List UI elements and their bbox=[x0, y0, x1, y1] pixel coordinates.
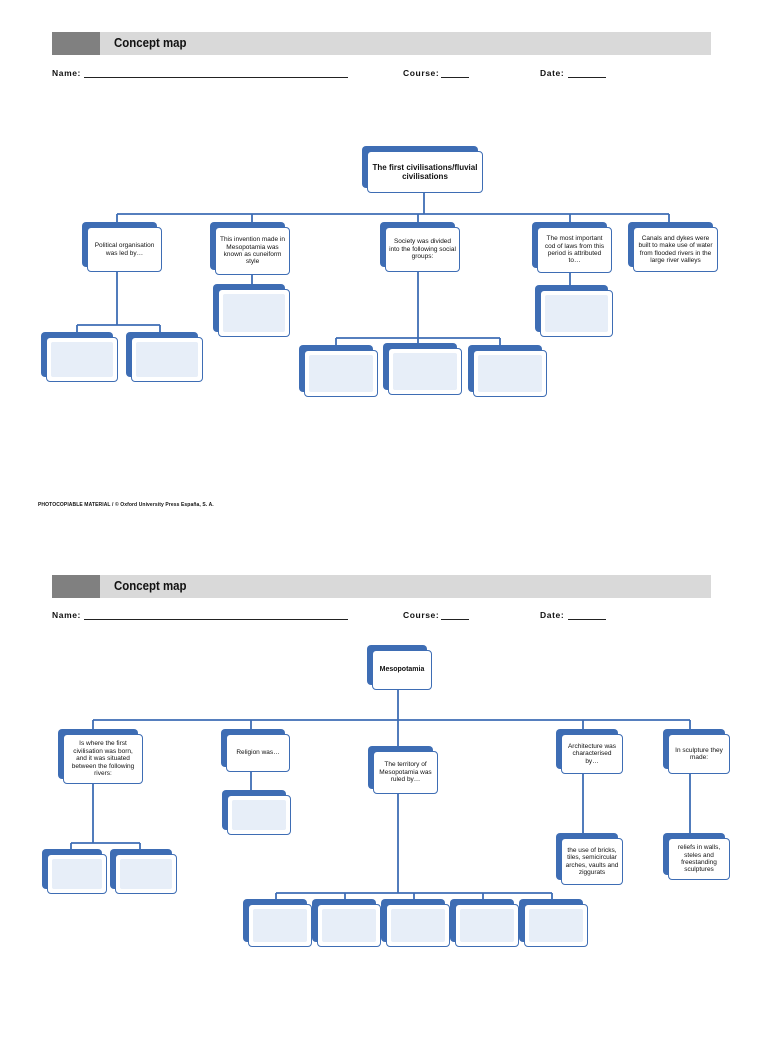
header-tab bbox=[52, 575, 100, 598]
answer-node-text: the use of bricks, tiles, semicircular a… bbox=[565, 846, 619, 876]
header-bar: Concept map bbox=[52, 32, 711, 55]
date-field[interactable] bbox=[568, 619, 606, 620]
worksheet-1: Concept map Name: Course: Date: bbox=[0, 0, 768, 500]
branch-node-text: The territory of Mesopotamia was ruled b… bbox=[379, 761, 432, 784]
course-field[interactable] bbox=[441, 619, 469, 620]
worksheet-2: Concept map Name: Course: Date: bbox=[0, 543, 768, 1043]
header-bar: Concept map bbox=[52, 575, 711, 598]
branch-node-text: Society was divided into the following s… bbox=[389, 238, 456, 261]
name-label: Name: bbox=[52, 610, 81, 620]
header-tab bbox=[52, 32, 100, 55]
copyright-footer: PHOTOCOPIABLE MATERIAL / © Oxford Univer… bbox=[38, 502, 214, 508]
name-field[interactable] bbox=[84, 77, 348, 78]
branch-node-text: The most important cod of laws from this… bbox=[544, 235, 605, 265]
worksheet-title: Concept map bbox=[114, 35, 187, 50]
branch-node-text: This invention made in Mesopotamia was k… bbox=[219, 236, 286, 266]
name-label: Name: bbox=[52, 68, 81, 78]
name-field[interactable] bbox=[84, 619, 348, 620]
branch-node-text: In sculpture they made: bbox=[675, 746, 723, 761]
branch-node-text: Religion was… bbox=[236, 749, 280, 757]
branch-node-text: Is where the first civilisation was born… bbox=[71, 740, 135, 778]
root-node-text: The first civilisations/fluvial civilisa… bbox=[372, 162, 478, 181]
date-label: Date: bbox=[540, 610, 565, 620]
course-label: Course: bbox=[403, 610, 440, 620]
date-field[interactable] bbox=[568, 77, 606, 78]
branch-node-text: Canals and dykes were built to make use … bbox=[638, 234, 713, 264]
course-field[interactable] bbox=[441, 77, 469, 78]
root-node-text: Mesopotamia bbox=[379, 665, 425, 673]
date-label: Date: bbox=[540, 68, 565, 78]
answer-node-text: reliefs in walls, steles and freestandin… bbox=[677, 844, 721, 874]
worksheet-title: Concept map bbox=[114, 578, 187, 593]
course-label: Course: bbox=[403, 68, 440, 78]
branch-node-text: Architecture was characterised by… bbox=[567, 742, 617, 765]
branch-node-text: Political organisation was led by… bbox=[94, 242, 155, 257]
